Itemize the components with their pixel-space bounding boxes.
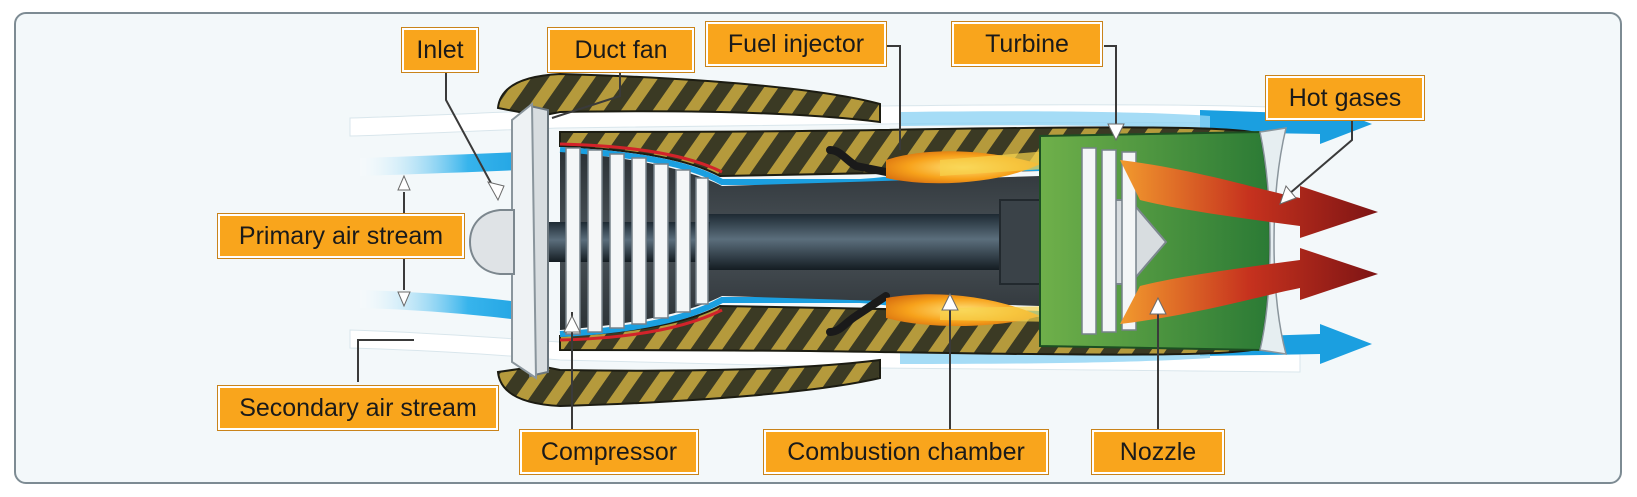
compressor-blades — [565, 147, 709, 335]
turbine-blades — [1081, 147, 1137, 335]
outer-duct-top — [496, 72, 881, 124]
label-turbine: Turbine — [951, 21, 1103, 67]
label-primary-air-stream: Primary air stream — [217, 213, 465, 259]
exhaust-arrow-bottom — [1120, 248, 1378, 324]
label-inlet: Inlet — [401, 27, 479, 73]
label-duct-fan: Duct fan — [547, 27, 695, 73]
bypass-arrow-bottom — [1200, 324, 1372, 364]
label-combustion-chamber: Combustion chamber — [763, 429, 1049, 475]
label-fuel-injector: Fuel injector — [705, 21, 887, 67]
outer-duct-bottom — [496, 358, 881, 408]
exhaust-arrow-top — [1120, 160, 1378, 238]
label-secondary-air-stream: Secondary air stream — [217, 385, 499, 431]
label-compressor: Compressor — [519, 429, 699, 475]
nose-spinner — [468, 209, 515, 275]
primary-air-top — [360, 150, 540, 176]
fuel-injector-top — [826, 146, 890, 176]
label-nozzle: Nozzle — [1091, 429, 1225, 475]
fuel-injector-bottom — [826, 292, 890, 336]
arrowheads — [397, 123, 1297, 333]
leader-lines — [357, 45, 1353, 434]
label-hot-gases: Hot gases — [1265, 75, 1425, 121]
